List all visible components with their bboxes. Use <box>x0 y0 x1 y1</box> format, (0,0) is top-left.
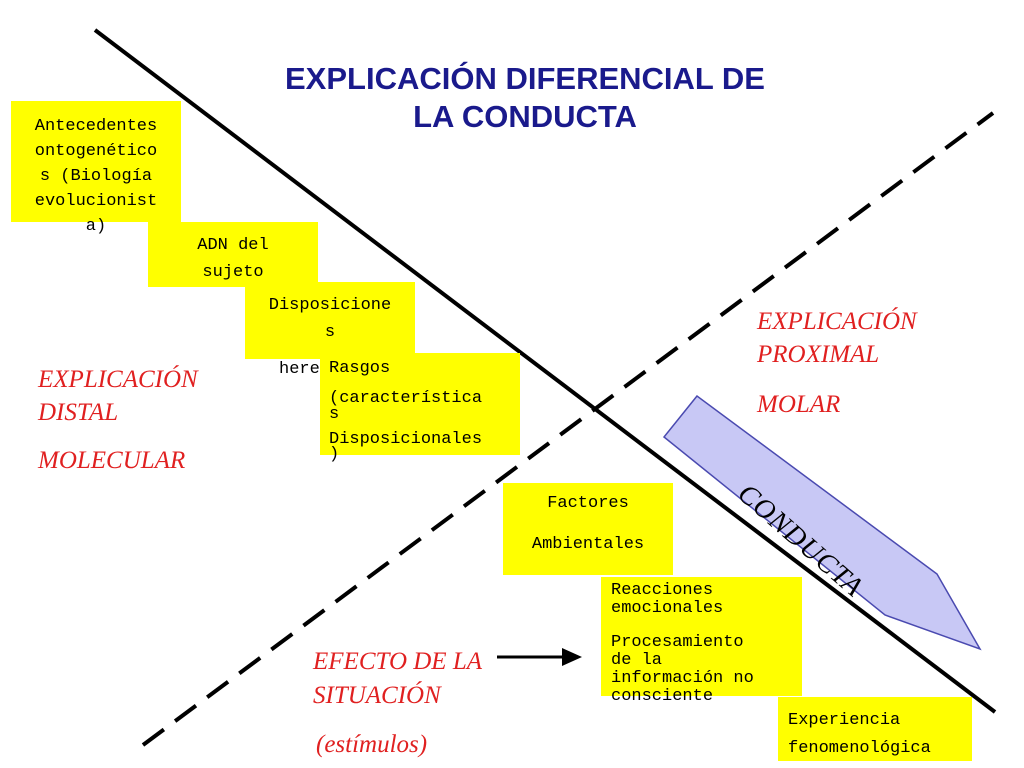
factores-line: Factores <box>547 494 629 513</box>
antecedentes-line: s (Biología <box>39 167 153 186</box>
conducta-arrow <box>662 394 982 651</box>
factores-line: Ambientales <box>531 535 645 554</box>
dashed-diagonal-line <box>141 111 995 747</box>
antecedentes-text: Antecedentes ontogenético s (Biología ev… <box>11 114 181 239</box>
antecedentes-line: evolucionist <box>34 192 158 211</box>
rasgos-line: s <box>329 405 340 424</box>
reacciones-box <box>601 577 802 696</box>
factores-box <box>503 483 673 575</box>
procesamiento-text: Procesamiento de la información no consc… <box>611 634 801 706</box>
factores-text: Factores Ambientales <box>503 493 673 556</box>
molar-label: MOLAR <box>757 391 841 418</box>
procesamiento-line: de la <box>611 651 663 670</box>
adn-box <box>148 222 318 287</box>
title-line-1: EXPLICACIÓN DIFERENCIAL DE <box>285 61 765 96</box>
proximal-label: EXPLICACIÓN PROXIMAL <box>757 305 917 371</box>
procesamiento-line: información no <box>611 669 754 688</box>
disposiciones-box <box>245 282 415 359</box>
experiencia-line: Experiencia <box>788 711 901 730</box>
proximal-line: EXPLICACIÓN <box>757 308 917 335</box>
efecto-line: SITUACIÓN <box>313 682 441 709</box>
adn-line: sujeto <box>202 263 264 282</box>
page-title: EXPLICACIÓN DIFERENCIAL DE LA CONDUCTA <box>200 60 850 136</box>
experiencia-line: fenomenológica <box>788 739 931 758</box>
antecedentes-box <box>11 101 181 222</box>
rasgos-box <box>320 353 520 455</box>
experiencia-box <box>778 697 972 761</box>
efecto-line: EFECTO DE LA <box>313 648 482 675</box>
rasgos-text: Rasgos (característica s Disposicionales… <box>329 358 519 464</box>
reacciones-text: Reacciones emocionales <box>611 582 801 633</box>
procesamiento-line: Procesamiento <box>611 633 744 652</box>
disposiciones-line: Disposicione <box>268 296 392 315</box>
distal-line: DISTAL <box>38 399 119 426</box>
antecedentes-line: a) <box>85 217 107 236</box>
solid-diagonal-line <box>93 28 997 714</box>
estimulos-label: (estímulos) <box>316 731 428 758</box>
proximal-line: PROXIMAL <box>757 341 880 368</box>
disposiciones-line: s <box>324 323 336 342</box>
procesamiento-line: consciente <box>611 687 714 706</box>
distal-label: EXPLICACIÓN DISTAL <box>38 363 198 429</box>
disposiciones-overflow-text: here <box>279 360 320 379</box>
adn-text: ADN del sujeto <box>148 232 318 286</box>
title-line-2: LA CONDUCTA <box>413 99 637 134</box>
antecedentes-line: ontogenético <box>34 142 158 161</box>
rasgos-line: Disposicionales <box>329 430 483 449</box>
rasgos-line: ) <box>329 445 340 464</box>
efecto-arrow-head <box>562 648 582 666</box>
efecto-label: EFECTO DE LA SITUACIÓN <box>313 645 482 713</box>
rasgos-line: (característica <box>329 389 483 408</box>
rasgos-line: Rasgos <box>329 359 391 378</box>
experiencia-text: Experiencia fenomenológica <box>788 707 972 763</box>
adn-line: ADN del <box>197 236 269 255</box>
reacciones-line: emocionales <box>611 599 724 618</box>
molecular-label: MOLECULAR <box>38 447 186 474</box>
distal-line: EXPLICACIÓN <box>38 366 198 393</box>
antecedentes-line: Antecedentes <box>34 117 158 136</box>
disposiciones-text: Disposicione s <box>245 292 415 346</box>
reacciones-line: Reacciones <box>611 581 714 600</box>
